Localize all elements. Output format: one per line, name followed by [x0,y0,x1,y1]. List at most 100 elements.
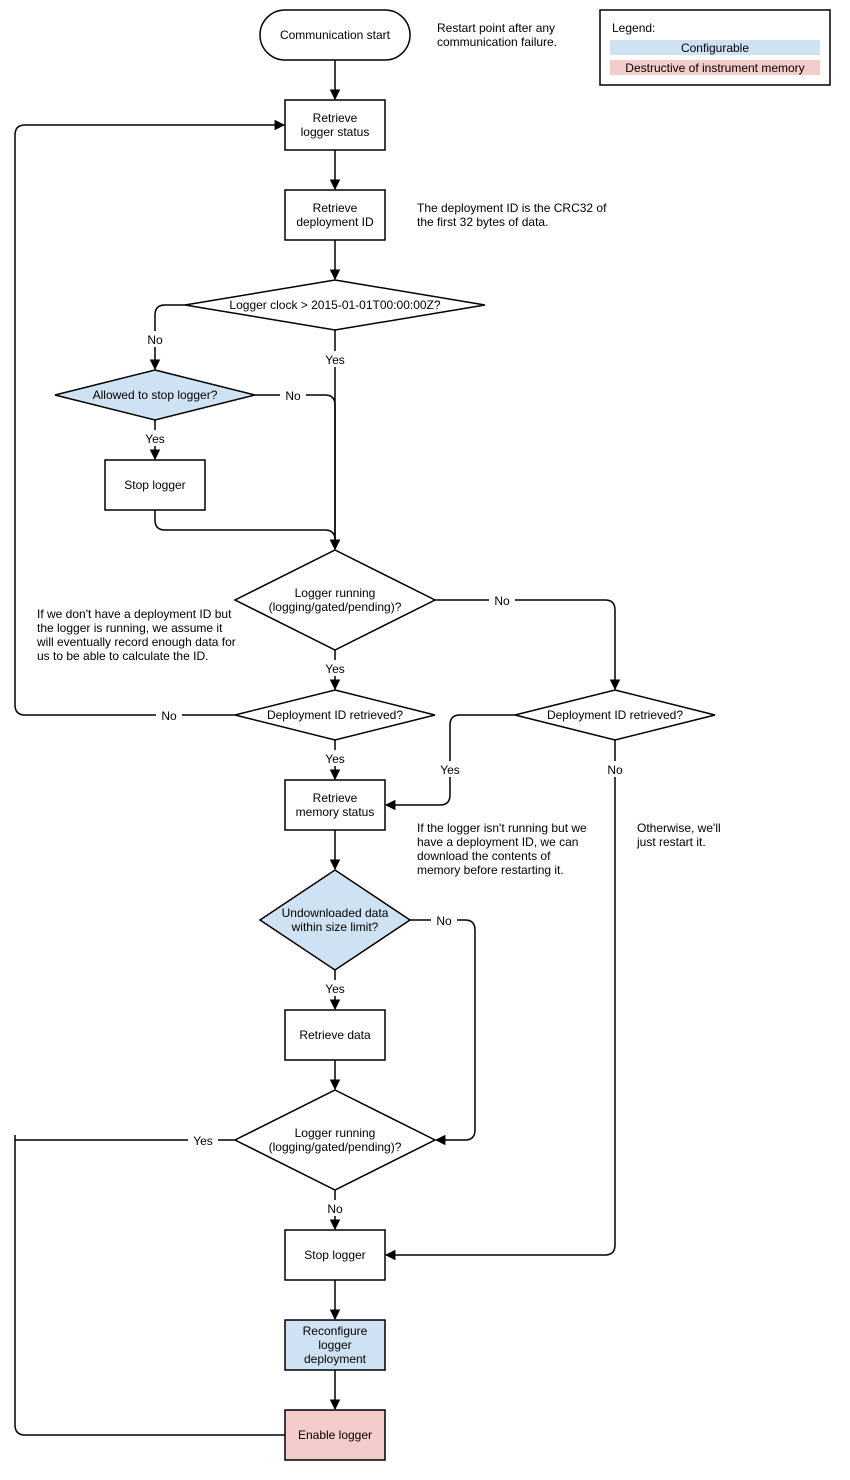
edge-deploy-right-no [384,740,616,1261]
legend-destructive-swatch [610,60,820,75]
logger-running-decision-label-1: Logger running(logging/gated/pending)? [269,586,402,614]
deployment-id-decision-left-label: Deployment ID retrieved? [267,708,403,722]
text-line: just restart it. [636,835,706,849]
flow-connectors [14,60,621,1436]
text-line: Enable logger [298,1428,372,1442]
text-line: Communication start [280,28,391,42]
edge-label-clock-no: No [147,333,163,347]
text-line: us to be able to calculate the ID. [37,649,208,663]
allowed-to-stop-decision [54,369,256,421]
text-line: Otherwise, we'll [637,821,721,835]
stop-logger-box-1 [104,459,206,511]
edge-labels: No Yes No Yes No Yes No Yes Yes No No Ye… [140,331,628,1216]
text-line: Retrieve [313,791,358,805]
legend-destructive-label: Destructive of instrument memory [625,61,804,75]
text-line: Restart point after any [437,21,555,35]
edge-label-clock-yes: Yes [325,353,345,367]
text-line: will eventually record enough data for [36,635,236,649]
edge-clock-no [149,304,185,371]
edge-label-deploy-left-no: No [161,709,177,723]
stop-logger-label-1: Stop logger [124,478,185,492]
text-line: within size limit? [291,920,379,934]
text-line: the logger is running, we assume it [37,621,223,635]
deployment-id-decision-left [234,689,436,741]
edge-undownloaded-no [410,919,476,1146]
edge-running1-no [435,599,621,691]
retrieve-logger-status-box [284,99,386,151]
logger-clock-decision-label: Logger clock > 2015-01-01T00:00:00Z? [229,298,440,312]
start-node-label: Communication start [280,28,391,42]
edge-label-deploy-right-yes: Yes [440,763,460,777]
text-line: Deployment ID retrieved? [267,708,403,722]
edge-deploy-right-yes [384,714,515,811]
text-line: Logger running [295,586,376,600]
text-line: (logging/gated/pending)? [269,1140,402,1154]
edge-label-undownloaded-no: No [436,914,452,928]
edge-stop1-to-running [154,510,341,551]
legend-configurable-swatch [610,40,820,55]
text-line: Stop logger [304,1248,365,1262]
edge-label-running2-no: No [327,1202,343,1216]
undownloaded-data-decision [258,869,412,971]
text-line: If the logger isn't running but we [417,821,587,835]
text-line: deployment ID [296,215,374,229]
logger-running-decision-1 [233,549,437,651]
text-line: logger status [301,125,370,139]
edge-deploy-left-no [14,119,286,716]
text-line: Logger clock > 2015-01-01T00:00:00Z? [229,298,440,312]
logger-running-decision-2 [233,1089,437,1191]
text-line: communication failure. [437,35,557,49]
text-line: logger [318,1338,351,1352]
edge-label-running1-yes: Yes [325,662,345,676]
text-line: Allowed to stop logger? [93,388,218,402]
deployment-id-decision-right-label: Deployment ID retrieved? [547,708,683,722]
start-node [259,9,411,61]
stop-logger-label-2: Stop logger [304,1248,365,1262]
text-line: Logger running [295,1126,376,1140]
edge-label-deploy-right-no: No [607,763,623,777]
text-line: Retrieve [313,111,358,125]
text-line: Retrieve [313,201,358,215]
text-line: Undownloaded data [282,906,389,920]
text-line: (logging/gated/pending)? [269,600,402,614]
logger-running-decision-label-2: Logger running(logging/gated/pending)? [269,1126,402,1154]
enable-logger-label: Enable logger [298,1428,372,1442]
edge-label-allowed-no: No [285,389,301,403]
enable-logger-box [284,1409,386,1461]
deployment-id-decision-right [514,689,716,741]
edge-enable-loop [14,1135,285,1436]
edge-label-running2-yes: Yes [193,1134,213,1148]
text-line: If we don't have a deployment ID but [37,607,232,621]
text-line: have a deployment ID, we can [417,835,578,849]
text-line: The deployment ID is the CRC32 of [417,201,607,215]
text-line: memory before restarting it. [417,863,564,877]
text-line: Reconfigure [303,1324,368,1338]
retrieve-memory-status-box [284,779,386,831]
legend: Legend: Configurable Destructive of inst… [599,9,831,86]
text-line: Retrieve data [299,1028,371,1042]
text-line: memory status [296,805,375,819]
text-line: deployment [304,1352,367,1366]
legend-configurable-label: Configurable [681,41,749,55]
edge-label-running1-no: No [494,594,510,608]
retrieve-deployment-id-box [284,189,386,241]
edge-label-allowed-yes: Yes [145,432,165,446]
reconfigure-deployment-box [284,1319,386,1371]
retrieve-data-box [284,1009,386,1061]
retrieve-data-label: Retrieve data [299,1028,371,1042]
text-line: the first 32 bytes of data. [417,215,548,229]
edge-label-deploy-left-yes: Yes [325,752,345,766]
